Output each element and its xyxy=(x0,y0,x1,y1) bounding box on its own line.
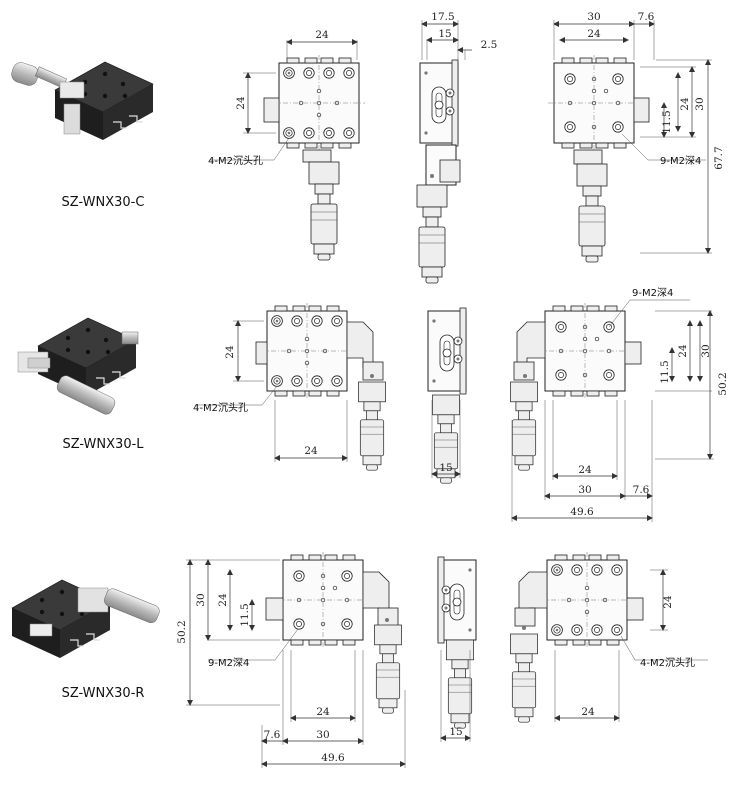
view-r-bottom xyxy=(186,552,406,768)
dim-c-bot-67-7: 67.7 xyxy=(713,146,725,169)
dim-r-bot-30-h: 30 xyxy=(316,729,329,741)
view-l-top xyxy=(195,303,386,471)
dim-l-bot-49-6: 49.6 xyxy=(570,506,594,518)
dim-l-top-24-h: 24 xyxy=(304,445,318,457)
dim-r-bot-11-5: 11.5 xyxy=(239,603,251,626)
product-photo-r xyxy=(11,579,160,659)
dim-r-side-15: 15 xyxy=(449,726,462,738)
view-c-side xyxy=(416,20,472,284)
dim-l-bot-7-6: 7.6 xyxy=(633,484,650,496)
dim-r-bot-24-h: 24 xyxy=(316,706,330,718)
dim-l-top-24-v: 24 xyxy=(224,345,236,359)
dim-r-bot-30: 30 xyxy=(195,593,207,606)
view-r-side xyxy=(437,556,477,742)
dim-c-bot-vert-30: 30 xyxy=(694,97,706,110)
note-l-countersunk: 4-M2沉头孔 xyxy=(193,401,248,414)
dim-c-bot-11-5: 11.5 xyxy=(661,110,673,133)
dim-r-top-24-h: 24 xyxy=(581,706,595,718)
dim-l-bot-50-2: 50.2 xyxy=(717,372,729,395)
dim-c-bot-vert-24: 24 xyxy=(679,97,691,111)
dim-c-bot-7-6: 7.6 xyxy=(638,11,655,23)
dim-c-top-width: 24 xyxy=(315,29,329,41)
dim-r-bot-7-6: 7.6 xyxy=(264,729,281,741)
dim-l-side-15: 15 xyxy=(439,462,452,474)
note-r-countersunk: 4-M2沉头孔 xyxy=(640,656,695,669)
dim-l-bot-30-h: 30 xyxy=(578,484,591,496)
note-c-countersunk: 4-M2沉头孔 xyxy=(208,154,263,167)
dim-r-bot-50-2: 50.2 xyxy=(176,620,188,643)
view-r-top xyxy=(510,552,708,723)
view-l-bottom xyxy=(510,299,714,522)
dim-r-top-24-v: 24 xyxy=(662,595,674,609)
dim-c-side-15: 15 xyxy=(438,28,451,40)
dim-c-top-height: 24 xyxy=(235,96,247,110)
view-c-top xyxy=(210,39,365,261)
model-label-l: SZ-WNX30-L xyxy=(62,437,144,452)
dim-l-bot-11-5: 11.5 xyxy=(659,360,671,383)
view-c-bottom xyxy=(548,20,712,263)
model-label-c: SZ-WNX30-C xyxy=(62,195,145,210)
dim-c-side-17-5: 17.5 xyxy=(431,11,454,23)
dim-l-bot-24-h: 24 xyxy=(578,464,592,476)
model-label-r: SZ-WNX30-R xyxy=(62,686,145,701)
dim-c-bot-30: 30 xyxy=(587,11,600,23)
dim-l-bot-30: 30 xyxy=(700,344,712,357)
product-photo-c xyxy=(11,61,154,141)
dim-c-side-2-5: 2.5 xyxy=(481,39,498,51)
note-l-tapped: 9-M2深4 xyxy=(632,287,673,299)
dim-c-bot-24: 24 xyxy=(587,28,601,40)
view-l-side xyxy=(427,307,467,484)
product-photo-l xyxy=(17,317,139,415)
note-r-tapped: 9-M2深4 xyxy=(208,657,249,669)
dim-l-bot-24-v: 24 xyxy=(677,344,689,358)
note-c-tapped: 9-M2深4 xyxy=(660,155,701,167)
dim-r-bot-49-6: 49.6 xyxy=(321,752,345,764)
dim-r-bot-24-v: 24 xyxy=(217,593,229,607)
